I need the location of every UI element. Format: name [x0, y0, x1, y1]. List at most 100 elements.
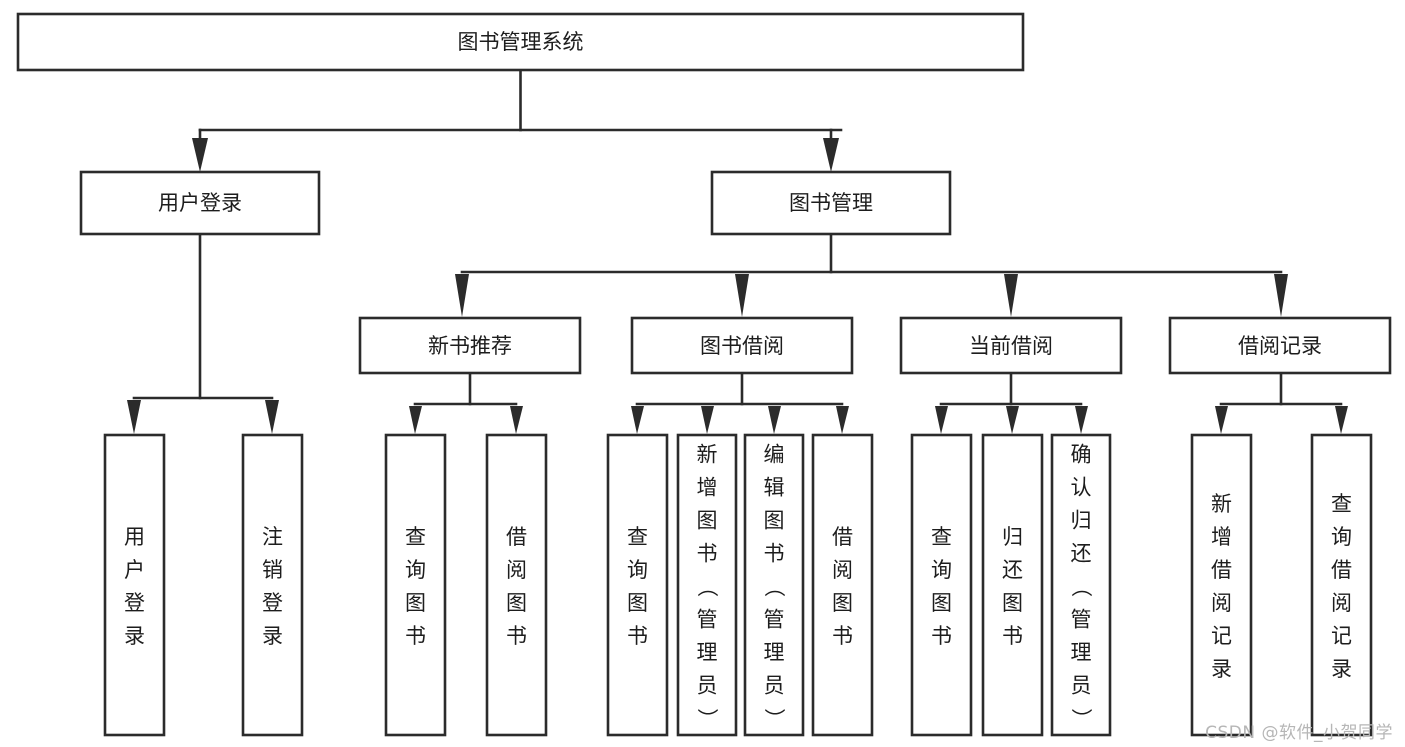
- node-root[interactable]: 图书管理系统: [16, 12, 1025, 72]
- node-book-management-box[interactable]: [710, 170, 952, 236]
- arrow-to-leaf-query-book-current-icon: [935, 406, 948, 434]
- leaf-label-char: 编: [764, 443, 785, 467]
- leaf-label-char: 查: [627, 525, 648, 549]
- leaf-label-char: 图: [405, 591, 426, 615]
- leaf-label-char: 书: [405, 624, 426, 648]
- node-user-login-box[interactable]: [79, 170, 321, 236]
- connector-layer: [127, 68, 1348, 434]
- leaf-label-char: 书: [627, 624, 648, 648]
- leaf-label-char: 员: [764, 674, 785, 698]
- leaf-label-char: 图: [764, 509, 785, 533]
- leaf-label-char: 借: [1331, 558, 1352, 582]
- leaf-label-char: （: [1069, 576, 1093, 597]
- node-user-login[interactable]: 用户登录: [79, 170, 321, 236]
- leaf-label-char: 认: [1071, 476, 1092, 500]
- node-leaf-add-borrow-record-box[interactable]: [1190, 433, 1253, 737]
- leaf-label-char: 书: [697, 542, 718, 566]
- leaf-label-char: 书: [931, 624, 952, 648]
- arrow-to-leaf-add-book-admin-icon: [701, 406, 714, 434]
- arrow-to-new-book-recommend-icon: [455, 274, 469, 317]
- node-leaf-borrow-book-box[interactable]: [811, 433, 874, 737]
- node-leaf-query-book-current-box[interactable]: [910, 433, 973, 737]
- node-user-login-label: 用户登录: [158, 191, 242, 215]
- arrow-to-leaf-return-book-icon: [1006, 406, 1019, 434]
- leaf-label-char: 阅: [832, 558, 853, 582]
- leaf-label-char: 书: [764, 542, 785, 566]
- leaf-label-char: 员: [1071, 674, 1092, 698]
- leaf-label-char: 登: [262, 591, 283, 615]
- node-borrow-record[interactable]: 借阅记录: [1168, 316, 1392, 375]
- node-leaf-user-login-label: 用户登录: [124, 525, 145, 648]
- node-book-borrow[interactable]: 图书借阅: [630, 316, 854, 375]
- leaf-label-char: 图: [697, 509, 718, 533]
- node-book-management[interactable]: 图书管理: [710, 170, 952, 236]
- node-leaf-confirm-return-admin-box[interactable]: [1050, 433, 1112, 737]
- node-leaf-logout-login-box[interactable]: [241, 433, 304, 737]
- leaf-label-char: 阅: [1211, 591, 1232, 615]
- leaf-label-char: 图: [931, 591, 952, 615]
- leaf-label-char: ）: [1069, 708, 1093, 729]
- node-leaf-query-borrow-record-box[interactable]: [1310, 433, 1373, 737]
- node-root-label: 图书管理系统: [458, 30, 584, 54]
- node-current-borrow[interactable]: 当前借阅: [899, 316, 1123, 375]
- leaf-label-char: 借: [832, 525, 853, 549]
- node-leaf-add-book-admin-box[interactable]: [676, 433, 738, 737]
- node-book-borrow-box[interactable]: [630, 316, 854, 375]
- node-leaf-user-login[interactable]: 用户登录: [103, 433, 166, 737]
- node-new-book-recommend-box[interactable]: [358, 316, 582, 375]
- node-leaf-query-book-borrow-box[interactable]: [606, 433, 669, 737]
- leaf-label-char: 录: [262, 624, 283, 648]
- leaf-label-char: 询: [627, 558, 648, 582]
- arrow-to-leaf-query-book-recommend-icon: [409, 406, 422, 434]
- arrow-to-leaf-borrow-book-icon: [836, 406, 849, 434]
- arrow-to-leaf-query-book-borrow-icon: [631, 406, 644, 434]
- node-leaf-return-book-box[interactable]: [981, 433, 1044, 737]
- leaf-label-char: ）: [695, 708, 719, 729]
- leaf-label-char: 询: [931, 558, 952, 582]
- leaf-label-char: 还: [1002, 558, 1023, 582]
- leaf-label-char: 增: [1211, 525, 1232, 549]
- node-leaf-query-book-recommend-box[interactable]: [384, 433, 447, 737]
- node-leaf-borrow-book-recommend-box[interactable]: [485, 433, 548, 737]
- leaf-label-char: 图: [627, 591, 648, 615]
- leaf-label-char: 理: [764, 641, 785, 665]
- arrow-to-leaf-user-login-icon: [127, 400, 141, 434]
- node-borrow-record-box[interactable]: [1168, 316, 1392, 375]
- leaf-label-char: 阅: [506, 558, 527, 582]
- node-root-box[interactable]: [16, 12, 1025, 72]
- arrow-to-leaf-logout-login-icon: [265, 400, 279, 434]
- leaf-label-char: 借: [506, 525, 527, 549]
- node-book-management-label: 图书管理: [789, 191, 873, 215]
- node-leaf-edit-book-admin-box[interactable]: [743, 433, 805, 737]
- node-leaf-user-login-box[interactable]: [103, 433, 166, 737]
- arrow-to-book-management-icon: [823, 138, 839, 172]
- node-new-book-recommend[interactable]: 新书推荐: [358, 316, 582, 375]
- leaf-label-char: 户: [124, 558, 145, 582]
- node-current-borrow-box[interactable]: [899, 316, 1123, 375]
- leaf-label-char: 员: [697, 674, 718, 698]
- leaf-label-char: 辑: [764, 476, 785, 500]
- leaf-label-char: 归: [1002, 525, 1023, 549]
- leaf-label-char: 确: [1071, 443, 1092, 467]
- leaf-label-char: 阅: [1331, 591, 1352, 615]
